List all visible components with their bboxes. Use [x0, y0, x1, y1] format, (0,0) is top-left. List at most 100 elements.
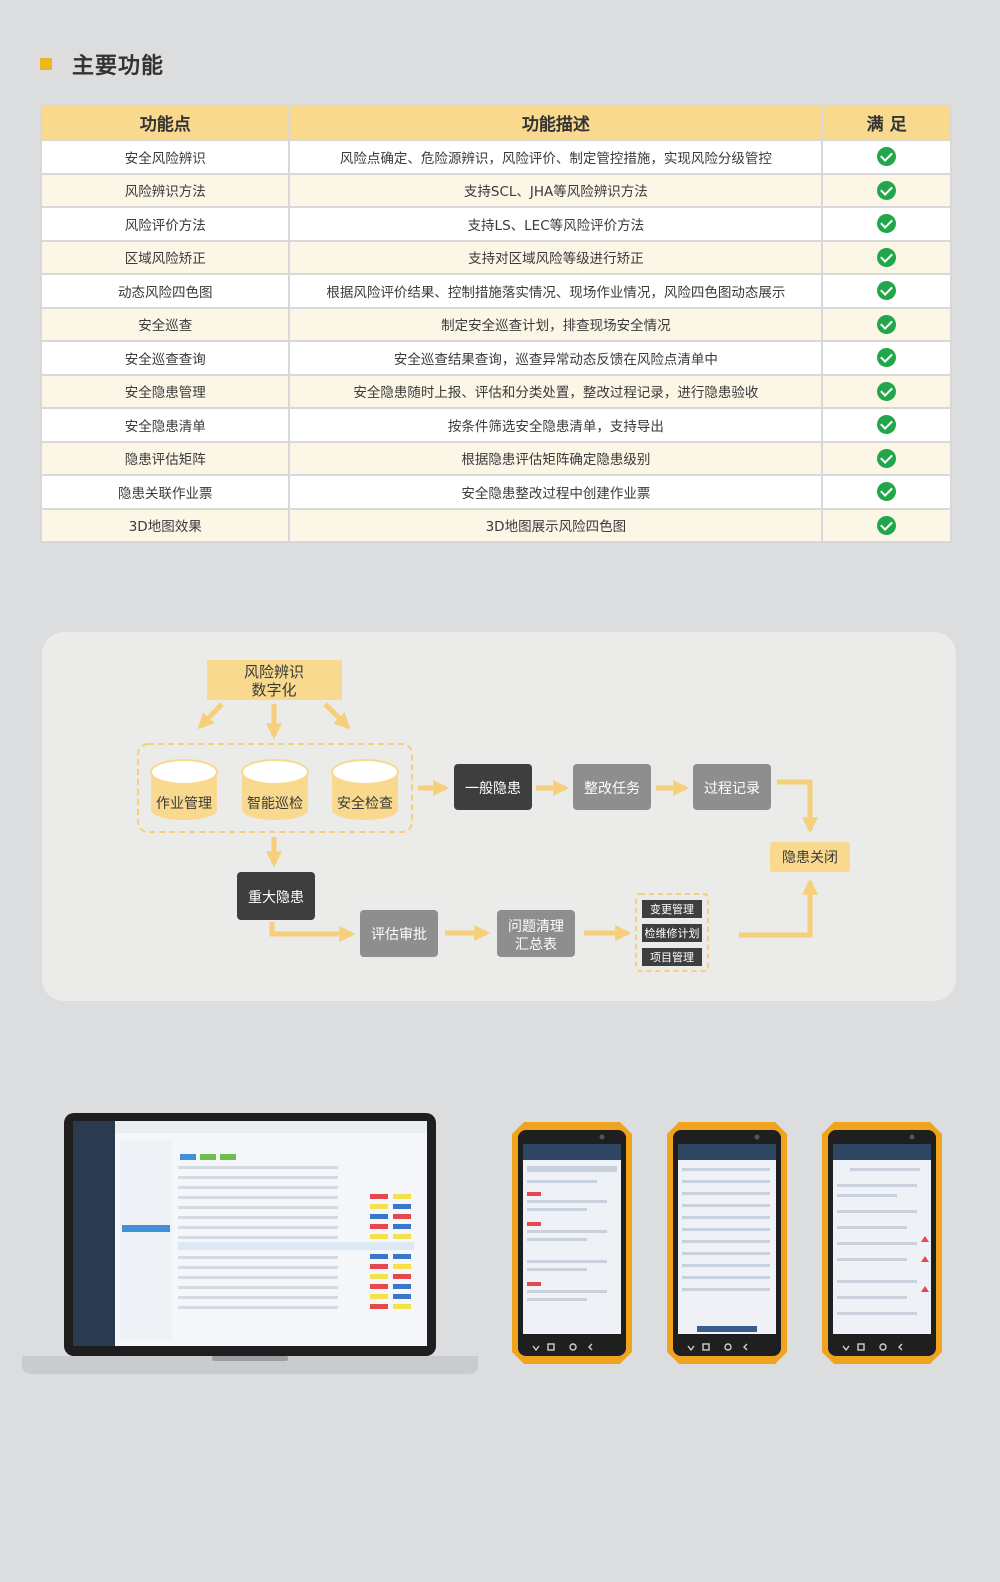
check-circle-icon — [877, 381, 897, 401]
laptop-mockup — [22, 1113, 478, 1374]
check-circle-icon — [877, 281, 897, 301]
flow-box-rectify-task — [573, 764, 651, 810]
header-description: 功能描述 — [288, 104, 824, 141]
description-cell: 风险点确定、危险源辨识，风险评价、制定管控措施，实现风险分级管控 — [288, 139, 824, 175]
device-mockups — [0, 1050, 1000, 1410]
flow-diagram: 风险辨识 数字化 作业管理 智能巡检 安全检查 — [137, 660, 850, 972]
flow-risk-line2: 数字化 — [251, 681, 296, 699]
phone-mockup-2 — [667, 1122, 787, 1364]
cylinder-group-outline — [137, 743, 413, 833]
satisfied-cell — [821, 474, 952, 510]
table-row: 风险评价方法支持LS、LEC等风险评价方法 — [39, 206, 952, 242]
description-cell: 安全巡查结果查询，巡查异常动态反馈在风险点清单中 — [288, 340, 824, 376]
flow-diagram-panel: 风险辨识 数字化 作业管理 智能巡检 安全检查 — [42, 632, 956, 1001]
feature-cell: 安全隐患清单 — [39, 407, 291, 443]
feature-cell: 风险评价方法 — [39, 206, 291, 242]
flow-box-change-mgmt — [642, 900, 702, 918]
flow-box-process-record — [693, 764, 771, 810]
feature-cell: 3D地图效果 — [39, 507, 291, 543]
flow-rectify-label: 整改任务 — [584, 781, 640, 797]
description-cell: 支持SCL、JHA等风险辨识方法 — [288, 172, 824, 208]
flow-box-risk-identification — [207, 660, 342, 700]
feature-cell: 安全风险辨识 — [39, 139, 291, 175]
description-cell: 制定安全巡查计划，排查现场安全情况 — [288, 306, 824, 342]
header-feature: 功能点 — [39, 104, 291, 141]
feature-table: 功能点 功能描述 满 足 安全风险辨识风险点确定、危险源辨识，风险评价、制定管控… — [39, 104, 952, 543]
check-circle-icon — [877, 314, 897, 334]
table-row: 安全巡查查询安全巡查结果查询，巡查异常动态反馈在风险点清单中 — [39, 340, 952, 376]
check-circle-icon — [877, 147, 897, 167]
feature-cell: 安全巡查查询 — [39, 340, 291, 376]
check-circle-icon — [877, 415, 897, 435]
feature-cell: 隐患评估矩阵 — [39, 440, 291, 476]
satisfied-cell — [821, 507, 952, 543]
flow-box-maintenance-plan — [642, 924, 702, 942]
section-heading: 主要功能 — [40, 48, 164, 80]
flow-record-label: 过程记录 — [704, 781, 760, 797]
check-circle-icon — [877, 448, 897, 468]
feature-cell: 区域风险矫正 — [39, 239, 291, 275]
description-cell: 根据隐患评估矩阵确定隐患级别 — [288, 440, 824, 476]
cylinder-label-1: 作业管理 — [156, 796, 212, 812]
flow-close-label: 隐患关闭 — [782, 850, 838, 866]
table-row: 区域风险矫正支持对区域风险等级进行矫正 — [39, 239, 952, 275]
flow-assess-label: 评估审批 — [371, 927, 427, 943]
feature-cell: 安全隐患管理 — [39, 373, 291, 409]
satisfied-cell — [821, 172, 952, 208]
square-marker-icon — [40, 58, 52, 70]
table-row: 安全隐患清单按条件筛选安全隐患清单，支持导出 — [39, 407, 952, 443]
cylinder-label-2: 智能巡检 — [247, 796, 303, 812]
description-cell: 安全隐患随时上报、评估和分类处置，整改过程记录，进行隐患验收 — [288, 373, 824, 409]
flow-issue-line2: 汇总表 — [515, 937, 557, 953]
check-circle-icon — [877, 180, 897, 200]
arrow-top-left — [197, 702, 224, 730]
feature-cell: 风险辨识方法 — [39, 172, 291, 208]
description-cell: 支持对区域风险等级进行矫正 — [288, 239, 824, 275]
flow-box-general-hazard — [454, 764, 532, 810]
description-cell: 支持LS、LEC等风险评价方法 — [288, 206, 824, 242]
flow-risk-line1: 风险辨识 — [244, 663, 304, 681]
flow-box-major-hazard — [237, 872, 315, 920]
satisfied-cell — [821, 273, 952, 309]
flow-issue-line1: 问题清理 — [508, 919, 564, 935]
flow-general-label: 一般隐患 — [465, 781, 521, 797]
arrow-to-assess — [269, 922, 356, 943]
table-row: 隐患评估矩阵根据隐患评估矩阵确定隐患级别 — [39, 440, 952, 476]
cylinder-safety-check: 安全检查 — [331, 759, 399, 820]
satisfied-cell — [821, 340, 952, 376]
flow-stack-label-1: 变更管理 — [650, 902, 694, 916]
check-circle-icon — [877, 515, 897, 535]
satisfied-cell — [821, 139, 952, 175]
arrow-top-right — [323, 702, 351, 730]
table-row: 风险辨识方法支持SCL、JHA等风险辨识方法 — [39, 172, 952, 208]
cylinder-work-management: 作业管理 — [150, 759, 218, 820]
check-circle-icon — [877, 482, 897, 502]
section-title: 主要功能 — [72, 54, 165, 79]
flow-box-project-mgmt — [642, 948, 702, 966]
check-circle-icon — [877, 214, 897, 234]
feature-cell: 动态风险四色图 — [39, 273, 291, 309]
description-cell: 3D地图展示风险四色图 — [288, 507, 824, 543]
satisfied-cell — [821, 407, 952, 443]
table-row: 安全隐患管理安全隐患随时上报、评估和分类处置，整改过程记录，进行隐患验收 — [39, 373, 952, 409]
satisfied-cell — [821, 239, 952, 275]
satisfied-cell — [821, 206, 952, 242]
feature-cell: 安全巡查 — [39, 306, 291, 342]
satisfied-cell — [821, 306, 952, 342]
description-cell: 按条件筛选安全隐患清单，支持导出 — [288, 407, 824, 443]
flow-major-label: 重大隐患 — [248, 890, 304, 906]
arrow-to-close-bottom — [739, 878, 819, 938]
table-row: 安全巡查制定安全巡查计划，排查现场安全情况 — [39, 306, 952, 342]
device-illustration — [22, 1113, 942, 1374]
cylinder-smart-inspection: 智能巡检 — [241, 759, 309, 820]
flow-box-issue-list — [497, 910, 575, 957]
table-header-row: 功能点 功能描述 满 足 — [39, 104, 952, 141]
phone-mockup-1 — [512, 1122, 632, 1364]
header-satisfied: 满 足 — [821, 104, 952, 141]
stack-group-outline — [635, 893, 709, 972]
table-row: 隐患关联作业票安全隐患整改过程中创建作业票 — [39, 474, 952, 510]
flow-stack-label-2: 检维修计划 — [645, 926, 700, 940]
satisfied-cell — [821, 440, 952, 476]
arrow-to-close-top — [777, 779, 819, 834]
